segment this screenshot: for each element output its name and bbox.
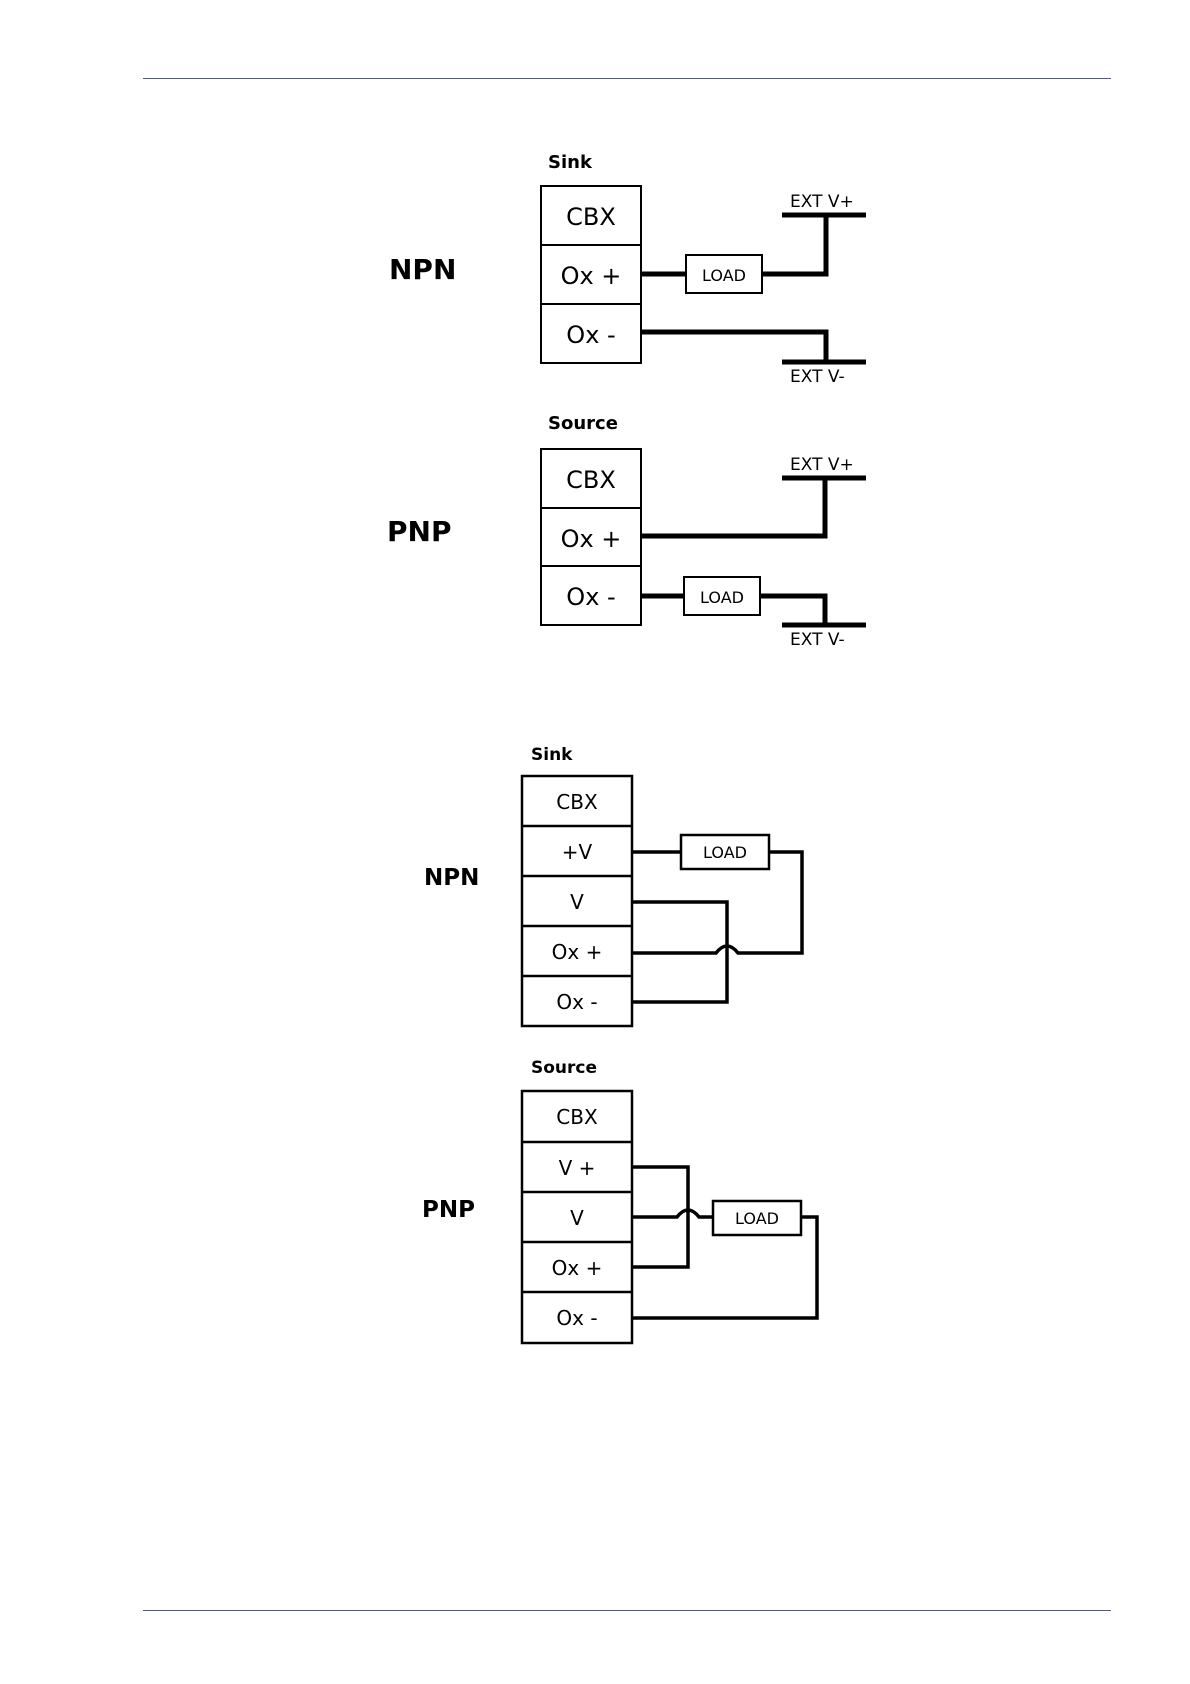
d2-npn-cell-ox-plus: Ox + <box>552 940 603 964</box>
d1-npn-load-label: LOAD <box>702 266 746 285</box>
d2-pnp-cell-ox-minus: Ox - <box>556 1306 597 1330</box>
d1-pnp-source: PNP Source CBX Ox + Ox - LOAD EXT V+ EXT… <box>387 413 866 650</box>
d2-npn-cell-v: V <box>570 890 584 914</box>
d2-npn-wires <box>632 852 802 1002</box>
d2-pnp-load-label: LOAD <box>735 1209 779 1228</box>
d1-npn-wires <box>641 215 866 362</box>
d2-npn-mode-label: Sink <box>531 745 573 765</box>
d1-pnp-mode-label: Source <box>548 413 618 434</box>
d2-pnp-type-label: PNP <box>422 1197 475 1223</box>
d2-pnp-wires <box>632 1167 817 1318</box>
d1-pnp-ext-vminus: EXT V- <box>790 630 845 650</box>
d1-pnp-load-label: LOAD <box>700 588 744 607</box>
d2-npn-cell-plus-v: +V <box>562 840 593 864</box>
d2-pnp-source: PNP Source CBX V + V Ox + Ox - LOAD <box>422 1058 817 1343</box>
d1-npn-cell-ox-minus: Ox - <box>566 321 615 349</box>
d1-npn-ext-vminus: EXT V- <box>790 367 845 387</box>
d2-npn-cell-cbx: CBX <box>556 790 598 814</box>
d1-npn-cell-ox-plus: Ox + <box>561 262 622 290</box>
d1-npn-mode-label: Sink <box>548 152 593 173</box>
d1-pnp-cell-ox-plus: Ox + <box>561 525 622 553</box>
d1-npn-type-label: NPN <box>389 253 456 286</box>
d2-pnp-cell-cbx: CBX <box>556 1105 598 1129</box>
d1-npn-ext-vplus: EXT V+ <box>790 192 854 212</box>
d2-pnp-cell-v: V <box>570 1206 584 1230</box>
d1-npn-sink: NPN Sink CBX Ox + Ox - LOAD EXT V+ EXT V… <box>389 152 866 387</box>
d2-pnp-mode-label: Source <box>531 1058 597 1078</box>
d1-npn-cell-cbx: CBX <box>566 203 616 231</box>
d1-pnp-type-label: PNP <box>387 515 451 548</box>
d1-pnp-ext-vplus: EXT V+ <box>790 455 854 475</box>
d1-pnp-wires <box>641 478 866 625</box>
d1-pnp-cell-ox-minus: Ox - <box>566 583 615 611</box>
d2-npn-sink: NPN Sink CBX +V V Ox + Ox - LOAD <box>424 745 802 1026</box>
d2-pnp-cell-ox-plus: Ox + <box>552 1256 603 1280</box>
d1-pnp-cell-cbx: CBX <box>566 466 616 494</box>
d2-npn-type-label: NPN <box>424 865 479 891</box>
d2-npn-cell-ox-minus: Ox - <box>556 990 597 1014</box>
d2-pnp-cell-v-plus: V + <box>559 1156 596 1180</box>
d2-npn-load-label: LOAD <box>703 843 747 862</box>
